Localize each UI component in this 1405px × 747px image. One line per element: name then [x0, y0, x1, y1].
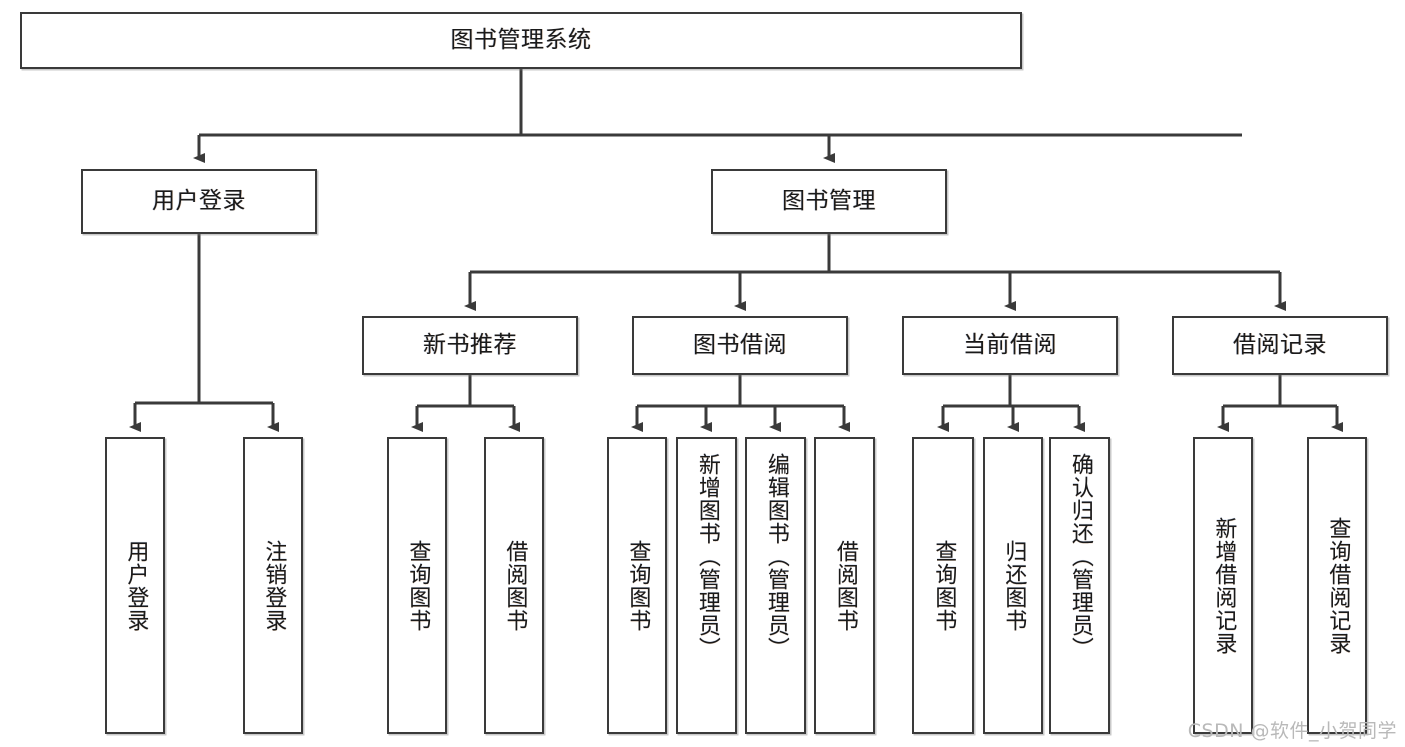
node-root-label: 图书管理系统 — [450, 26, 592, 53]
leaf-add-book[interactable]: 新增图书（管理员） — [676, 437, 737, 734]
node-borrow-record-label: 借阅记录 — [1233, 331, 1327, 358]
leaf-return-book[interactable]: 归还图书 — [983, 437, 1043, 734]
node-user-login-label: 用户登录 — [152, 187, 246, 214]
node-book-borrow[interactable]: 图书借阅 — [632, 316, 848, 375]
leaf-borrow-book-label: 借阅图书 — [832, 539, 858, 632]
leaf-query-book-rec-label: 查询图书 — [405, 539, 431, 632]
leaf-query-book-current-label: 查询图书 — [931, 539, 957, 632]
leaf-add-record[interactable]: 新增借阅记录 — [1193, 437, 1253, 734]
leaf-add-record-label: 新增借阅记录 — [1211, 516, 1237, 655]
node-book-manage-label: 图书管理 — [782, 187, 876, 214]
leaf-user-login[interactable]: 用户登录 — [105, 437, 165, 734]
node-root[interactable]: 图书管理系统 — [20, 12, 1022, 69]
node-user-login[interactable]: 用户登录 — [81, 169, 317, 234]
leaf-edit-book-label: 编辑图书（管理员） — [763, 453, 789, 660]
node-book-borrow-label: 图书借阅 — [693, 331, 787, 358]
leaf-query-book-borrow-label: 查询图书 — [625, 539, 651, 632]
leaf-query-book-current[interactable]: 查询图书 — [912, 437, 974, 734]
leaf-borrow-book-rec[interactable]: 借阅图书 — [484, 437, 544, 734]
leaf-query-book-rec[interactable]: 查询图书 — [387, 437, 447, 734]
node-borrow-record[interactable]: 借阅记录 — [1172, 316, 1388, 375]
leaf-confirm-return[interactable]: 确认归还（管理员） — [1049, 437, 1110, 734]
leaf-edit-book[interactable]: 编辑图书（管理员） — [745, 437, 806, 734]
node-current-borrow-label: 当前借阅 — [963, 331, 1057, 358]
leaf-logout-label: 注销登录 — [261, 539, 287, 632]
node-book-manage[interactable]: 图书管理 — [711, 169, 947, 234]
leaf-return-book-label: 归还图书 — [1001, 539, 1027, 632]
node-new-book-recommend-label: 新书推荐 — [423, 331, 517, 358]
node-new-book-recommend[interactable]: 新书推荐 — [362, 316, 578, 375]
leaf-user-login-label: 用户登录 — [123, 539, 149, 632]
leaf-logout[interactable]: 注销登录 — [243, 437, 303, 734]
leaf-add-book-label: 新增图书（管理员） — [694, 453, 720, 660]
leaf-query-record[interactable]: 查询借阅记录 — [1307, 437, 1367, 734]
leaf-query-record-label: 查询借阅记录 — [1325, 516, 1351, 655]
leaf-confirm-return-label: 确认归还（管理员） — [1067, 453, 1093, 660]
leaf-borrow-book-rec-label: 借阅图书 — [502, 539, 528, 632]
leaf-query-book-borrow[interactable]: 查询图书 — [607, 437, 667, 734]
leaf-borrow-book[interactable]: 借阅图书 — [814, 437, 875, 734]
node-current-borrow[interactable]: 当前借阅 — [902, 316, 1118, 375]
watermark-text: CSDN @软件_小贺同学 — [1187, 720, 1397, 742]
